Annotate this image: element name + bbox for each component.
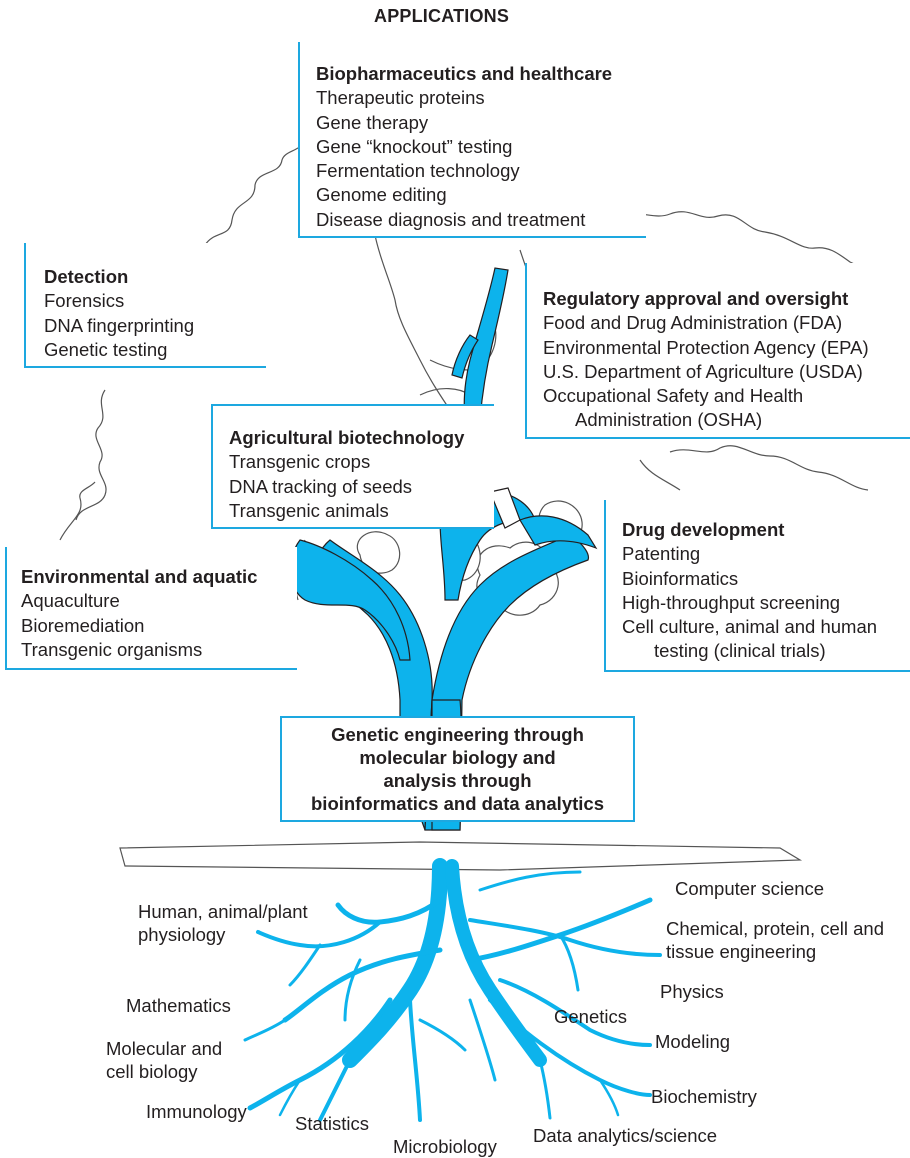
box-item: Gene “knockout” testing [316, 135, 513, 157]
applications-heading: APPLICATIONS [374, 6, 510, 26]
root-label-computer-science: Computer science [675, 878, 825, 899]
box-item: Fermentation technology [316, 160, 520, 182]
box-item: Genome editing [316, 184, 447, 206]
box-item: Genetic testing [44, 338, 168, 360]
root-label-data-analytics: Data analytics/science [533, 1125, 718, 1146]
box-item: Transgenic animals [229, 499, 389, 521]
box-title: Detection [44, 266, 129, 287]
box-title: Biopharmaceutics and healthcare [316, 63, 613, 84]
root-label-genetics: Genetics [554, 1006, 628, 1027]
root-label-human-physiology: Human, animal/plant physiology [138, 900, 308, 946]
box-item: Patenting [622, 543, 701, 565]
box-biopharmaceutics: Biopharmaceutics and healthcare Therapeu… [298, 42, 646, 239]
box-item: Environmental Protection Agency (EPA) [543, 336, 869, 358]
box-item: Bioinformatics [622, 567, 739, 589]
root-label-line: tissue engineering [666, 941, 817, 962]
box-item: Aquaculture [21, 590, 120, 612]
box-item: Therapeutic proteins [316, 87, 485, 109]
box-environmental: Environmental and aquatic Aquaculture Bi… [5, 547, 297, 671]
root-label-molecular-cell: Molecular and cell biology [106, 1037, 222, 1083]
box-item: DNA tracking of seeds [229, 475, 413, 497]
box-item: Cell culture, animal and human [622, 616, 878, 638]
root-label-physics: Physics [660, 981, 724, 1002]
box-item: Bioremediation [21, 614, 145, 636]
box-item: Administration (OSHA) [575, 409, 763, 431]
box-item: U.S. Department of Agriculture (USDA) [543, 360, 863, 382]
box-title: Environmental and aquatic [21, 566, 258, 587]
box-detection: Detection Forensics DNA fingerprinting G… [24, 243, 266, 369]
box-agricultural: Agricultural biotechnology Transgenic cr… [211, 404, 494, 530]
box-drug-development: Drug development Patenting Bioinformatic… [604, 500, 910, 672]
trunk-line: molecular biology and [359, 747, 556, 768]
trunk-line: Genetic engineering through [331, 724, 584, 745]
box-item: Transgenic crops [229, 451, 371, 473]
root-label-biochemistry: Biochemistry [651, 1086, 757, 1107]
box-item: Transgenic organisms [21, 638, 203, 660]
box-regulatory: Regulatory approval and oversight Food a… [525, 263, 910, 439]
branch-notch [489, 487, 521, 529]
root-label-modeling: Modeling [655, 1031, 731, 1052]
root-label-immunology: Immunology [146, 1101, 247, 1122]
box-item: DNA fingerprinting [44, 314, 195, 336]
box-title: Agricultural biotechnology [229, 427, 465, 448]
box-item: Gene therapy [316, 111, 429, 133]
root-label-line: Human, animal/plant [138, 901, 308, 922]
trunk-line: analysis through [383, 770, 532, 791]
root-label-line: cell biology [106, 1061, 198, 1082]
box-item: High-throughput screening [622, 591, 841, 613]
ground-slab [119, 841, 803, 871]
box-item: Forensics [44, 290, 125, 312]
trunk-core-box: Genetic engineering through molecular bi… [280, 716, 635, 822]
root-system [243, 858, 662, 1122]
trunk-text: Genetic engineering through molecular bi… [311, 723, 604, 815]
box-title: Drug development [622, 519, 785, 540]
root-label-line: physiology [138, 924, 226, 945]
box-item: Disease diagnosis and treatment [316, 208, 586, 230]
root-label-line: Molecular and [106, 1038, 223, 1059]
box-item: Food and Drug Administration (FDA) [543, 312, 843, 334]
box-item: testing (clinical trials) [654, 640, 826, 662]
root-label-line: Chemical, protein, cell and [666, 918, 884, 939]
root-label-chemical: Chemical, protein, cell and tissue engin… [666, 917, 884, 963]
box-title: Regulatory approval and oversight [543, 288, 849, 309]
root-label-microbiology: Microbiology [393, 1136, 497, 1157]
root-label-statistics: Statistics [295, 1113, 370, 1134]
trunk-line: bioinformatics and data analytics [311, 793, 604, 814]
box-item: Occupational Safety and Health [543, 385, 804, 407]
root-label-mathematics: Mathematics [126, 995, 231, 1016]
